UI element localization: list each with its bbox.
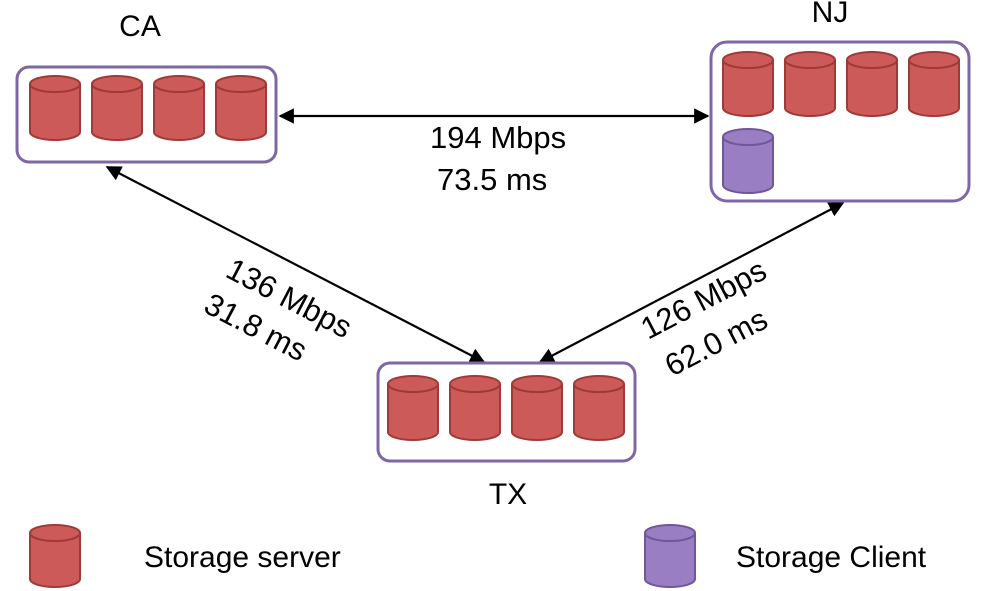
storage-server-icon — [29, 524, 81, 588]
storage-server-nj-3 — [846, 51, 898, 117]
legend-client-cylinder — [644, 524, 696, 588]
storage-server-ca-2 — [91, 75, 143, 141]
storage-server-ca-4 — [215, 75, 267, 141]
link-tx-nj — [538, 202, 845, 363]
site-box-ca — [15, 65, 278, 164]
storage-server-tx-4 — [573, 375, 625, 441]
legend-server-cylinder — [29, 524, 81, 588]
site-label-ca: CA — [119, 10, 161, 43]
storage-server-tx-1 — [387, 375, 439, 441]
storage-server-nj-4 — [908, 51, 960, 117]
link-ca-nj-latency: 73.5 ms — [437, 162, 547, 197]
legend-client-label: Storage Client — [736, 541, 927, 574]
link-ca-tx — [105, 166, 486, 363]
site-box-nj — [709, 40, 971, 203]
link-ca-nj-bandwidth: 194 Mbps — [430, 120, 566, 155]
site-box-tx — [376, 361, 637, 463]
storage-server-nj-1 — [722, 51, 774, 117]
legend-server-label: Storage server — [144, 541, 341, 574]
storage-server-ca-3 — [153, 75, 205, 141]
storage-server-tx-3 — [511, 375, 563, 441]
storage-server-ca-1 — [29, 75, 81, 141]
storage-client-icon — [644, 524, 696, 588]
legend: Storage server Storage Client — [29, 524, 927, 588]
storage-client-nj-1 — [722, 128, 774, 194]
site-label-tx: TX — [489, 478, 527, 511]
storage-server-tx-2 — [449, 375, 501, 441]
storage-server-nj-2 — [784, 51, 836, 117]
storage-nodes — [29, 51, 960, 441]
site-label-nj: NJ — [812, 0, 849, 29]
links-layer — [105, 108, 845, 363]
